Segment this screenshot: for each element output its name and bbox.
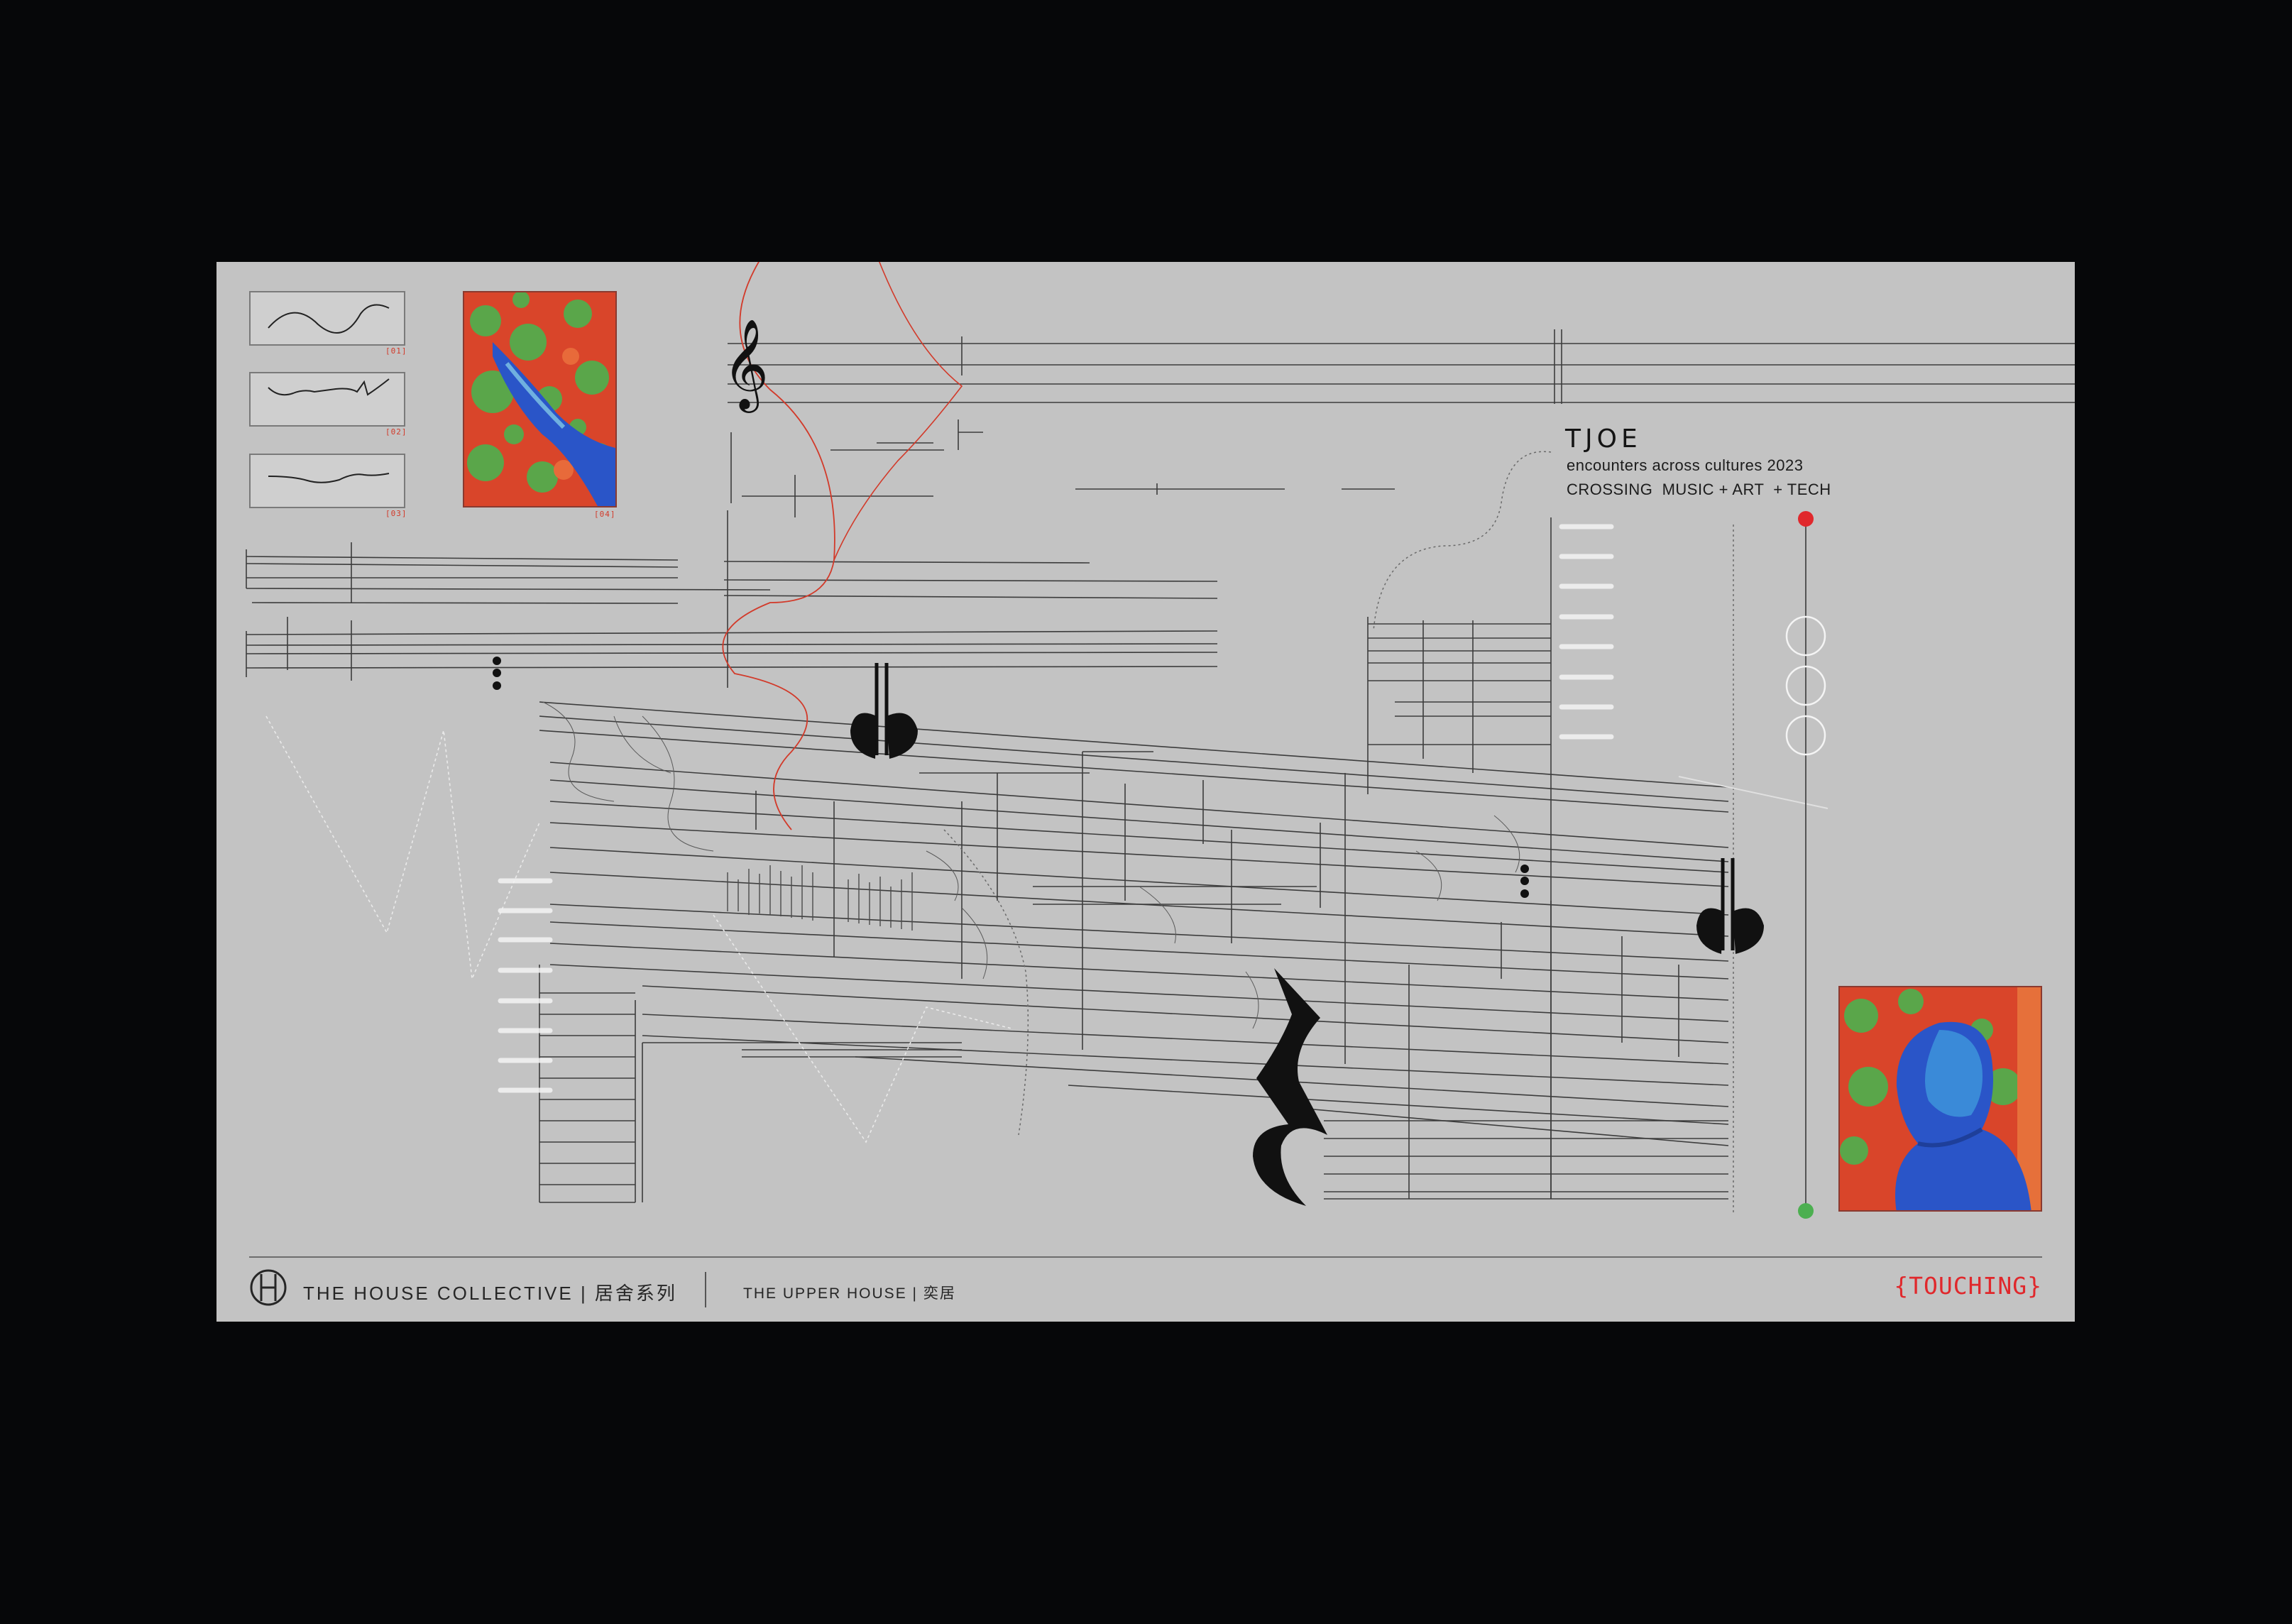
event-tagline: CROSSING MUSIC + ART + TECH [1567,481,1831,498]
flat-note-icon [1696,858,1764,954]
footer-separator [705,1272,706,1307]
house-logo-icon [250,1269,287,1306]
dots-icon [493,657,501,690]
panel-label-3: [03] [385,509,407,518]
panel-label-4: [04] [594,510,616,519]
score-line-art [246,262,2075,1213]
waveform-panel-2 [249,372,405,427]
panel-label-2: [02] [385,427,407,437]
panel-label-1: [01] [385,346,407,356]
waveform-panel-3 [249,454,405,508]
dots-icon [1520,865,1529,898]
footer-divider-line [249,1256,2042,1258]
event-subtitle: encounters across cultures 2023 [1567,456,1804,474]
waveform-panel-1 [249,291,405,346]
flat-note-icon [850,663,918,759]
event-title: TJOE [1565,424,1642,454]
timeline-indicator [1785,511,1826,1219]
thermal-portrait-image [1838,986,2042,1212]
hotel-name: THE UPPER HOUSE | 奕居 [743,1285,956,1302]
treble-clef-icon: 𝄞 [723,318,769,409]
thermal-landscape-image [463,291,617,508]
poster: [01] [02] [03] [04] 𝄞 [216,262,2075,1322]
brand-name: THE HOUSE COLLECTIVE | 居舍系列 [303,1283,677,1304]
rest-icon [1253,968,1327,1206]
touching-tag: {TOUCHING} [1894,1272,2042,1300]
